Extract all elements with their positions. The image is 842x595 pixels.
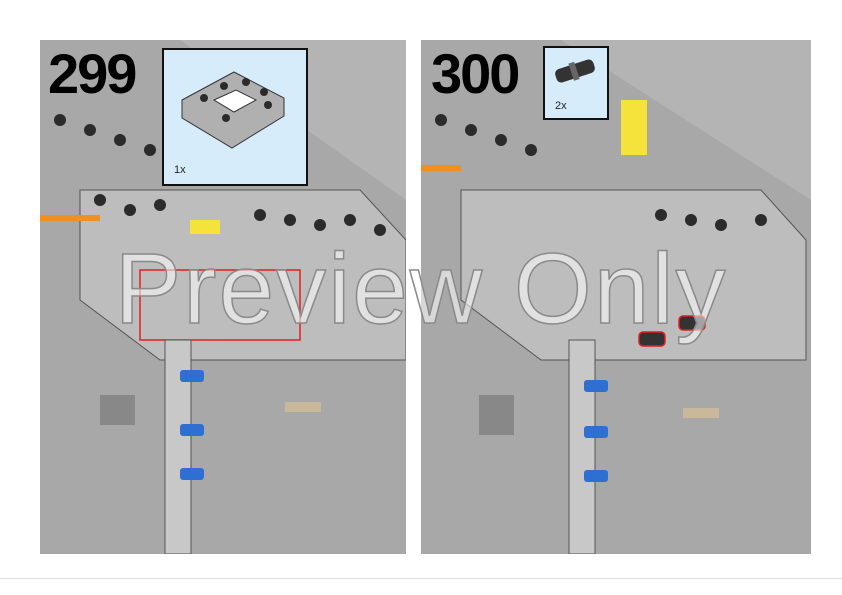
step-number: 300 bbox=[431, 42, 520, 105]
technic-brick-4x4-icon bbox=[181, 71, 285, 149]
quantity-label: 2x bbox=[555, 100, 567, 112]
parts-callout: 1x bbox=[162, 48, 308, 186]
studs bbox=[54, 114, 386, 236]
page-divider bbox=[0, 578, 842, 579]
step-number: 299 bbox=[48, 42, 137, 105]
step-299-panel: 299 1x bbox=[40, 40, 406, 554]
step-300-panel: 300 2x bbox=[421, 40, 811, 554]
model-illustration-300 bbox=[421, 40, 811, 554]
parts-callout: 2x bbox=[543, 46, 609, 120]
technic-pin-connector-icon bbox=[555, 59, 595, 83]
quantity-label: 1x bbox=[174, 164, 186, 176]
